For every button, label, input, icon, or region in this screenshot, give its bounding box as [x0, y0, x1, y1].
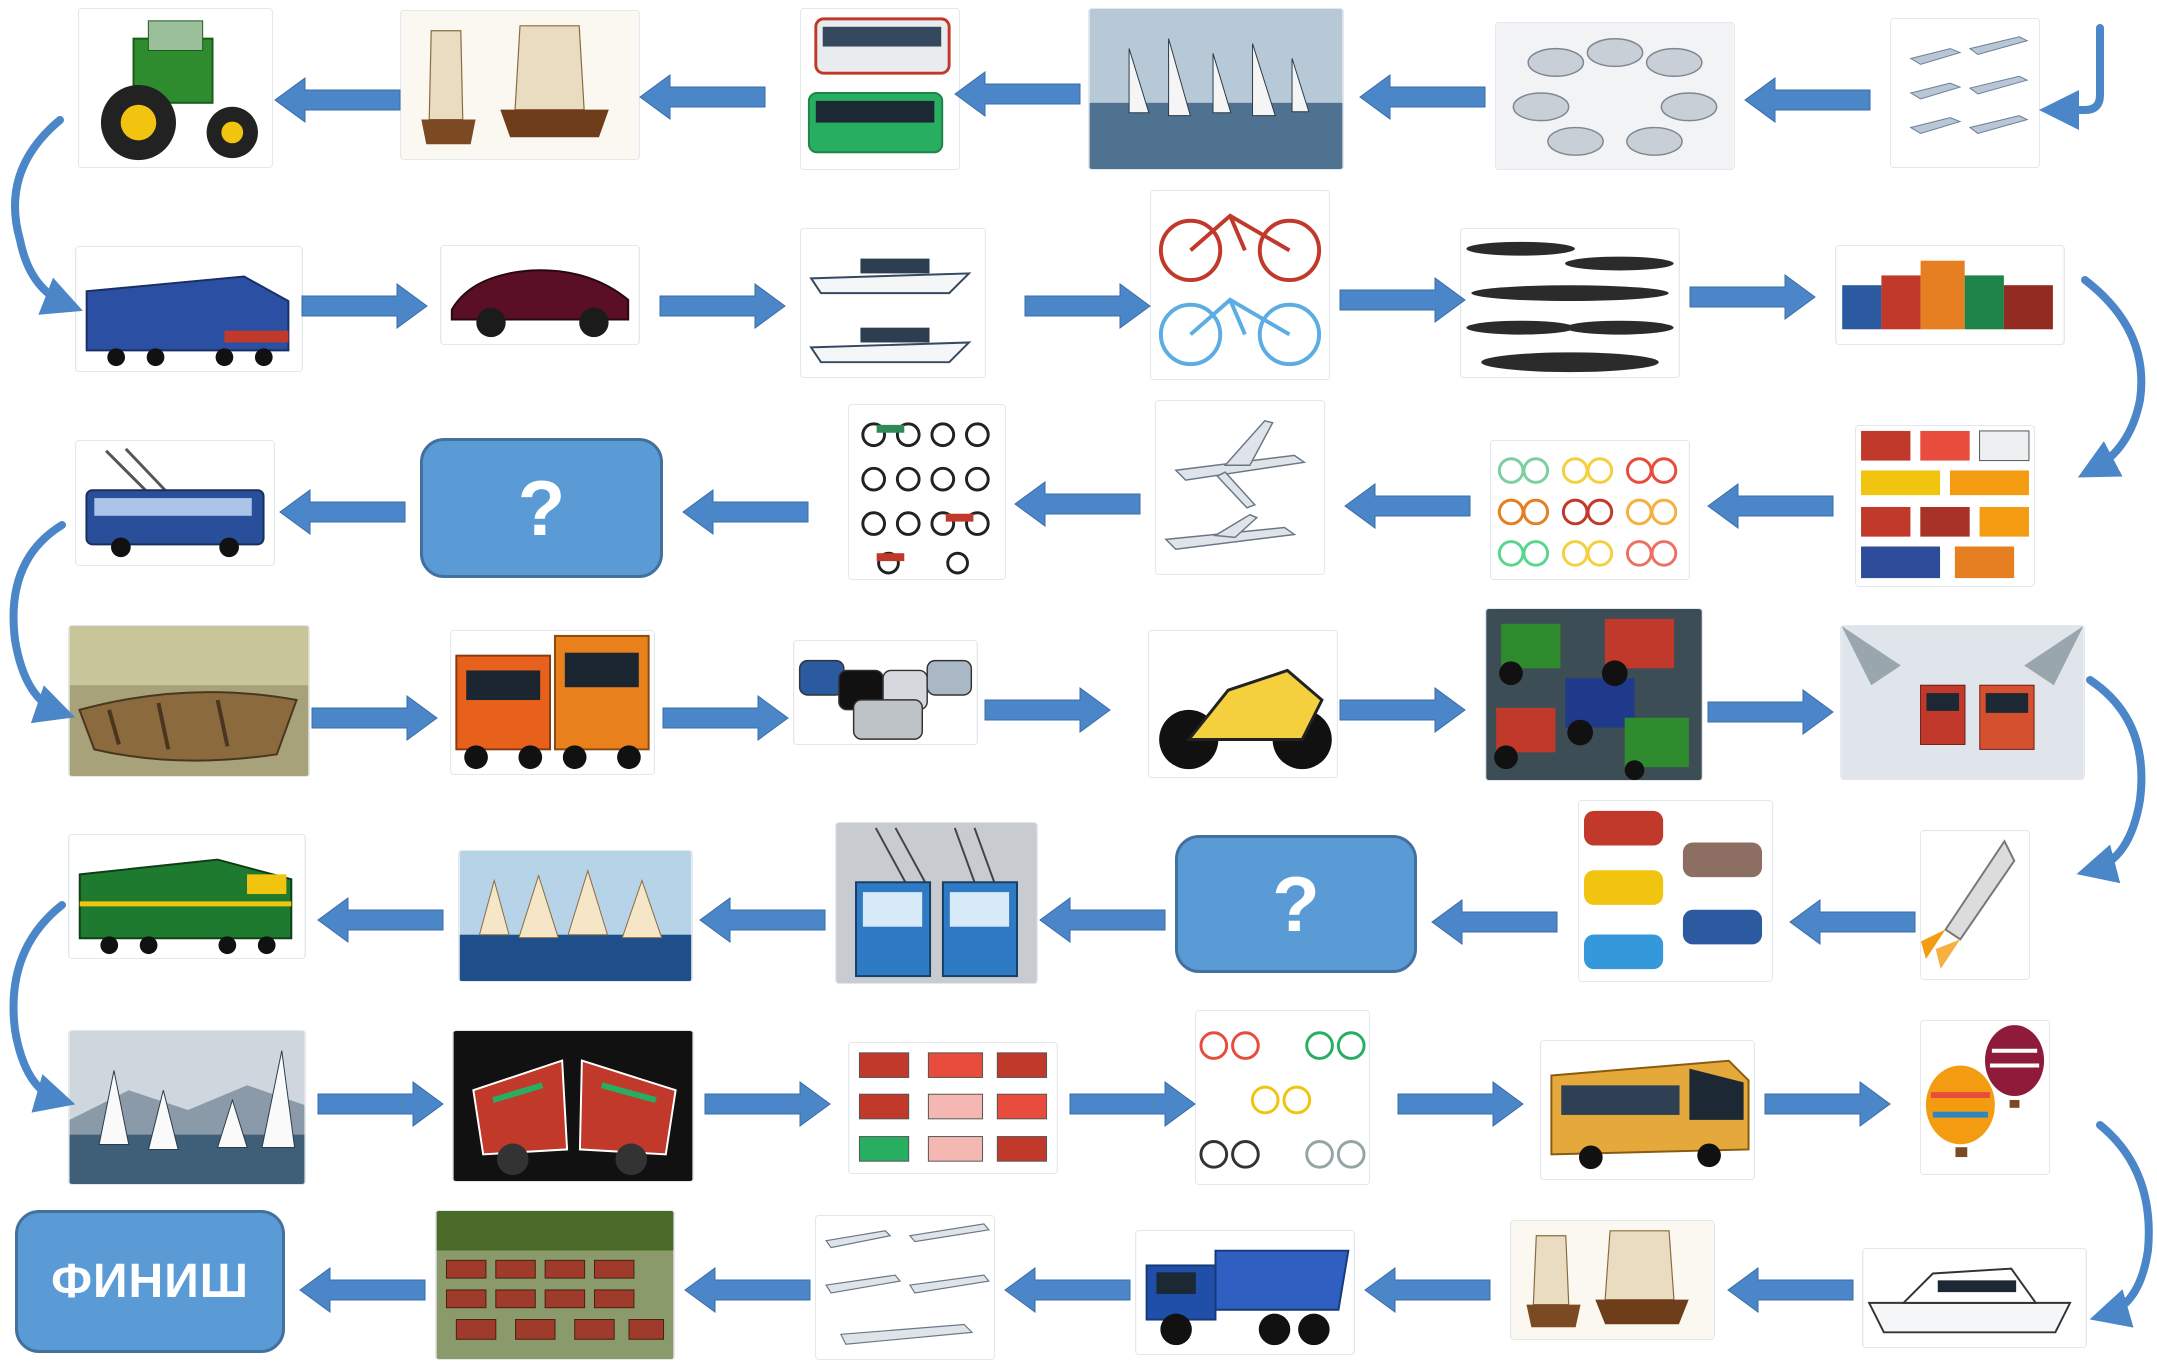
diesel-locomotive-icon [68, 834, 306, 959]
yachts-icon [800, 228, 986, 378]
arrow-left-icon [1014, 481, 1141, 527]
sport-motorcycle-icon [1148, 630, 1338, 778]
arrow-left-icon [699, 897, 826, 943]
motor-yacht-icon [1862, 1248, 2087, 1348]
buses-icon [800, 8, 960, 170]
arrow-left-icon [1004, 1267, 1131, 1313]
locomotive-icon [75, 246, 303, 372]
arrow-left-icon [317, 897, 444, 943]
cars-group-icon [1495, 22, 1735, 170]
arrow-left-icon [1727, 1267, 1854, 1313]
arrow-left-icon [279, 489, 406, 535]
arrow-right-icon [984, 687, 1111, 733]
curve-right-1 [2077, 276, 2146, 478]
trolleybus-icon [75, 440, 275, 566]
bus-depot-icon [435, 1210, 675, 1360]
buses-collection-icon [1855, 425, 2035, 587]
rocket-icon [1920, 830, 2030, 980]
trucks-icon [1835, 245, 2065, 345]
sailing-ships-sea-icon [458, 850, 693, 982]
arrow-right-icon [301, 283, 428, 329]
arrow-right-icon [1339, 277, 1466, 323]
motorcycles-icon [848, 404, 1006, 580]
question-box[interactable]: ? [1175, 835, 1417, 973]
semi-trucks-icon [450, 630, 655, 775]
trolleybuses-icon [835, 822, 1038, 984]
arrow-right-icon [1707, 689, 1834, 735]
arrow-left-icon [1344, 483, 1471, 529]
tractors-icon [1485, 608, 1703, 781]
arrow-left-icon [1744, 77, 1871, 123]
arrow-left-icon [682, 489, 809, 535]
sports-car-icon [440, 245, 640, 345]
rowboat-icon [68, 625, 310, 777]
tractor-icon [78, 8, 273, 168]
arrow-left-icon [1789, 899, 1916, 945]
curve-right-3 [2089, 1121, 2153, 1328]
arrow-left-icon [1359, 74, 1486, 120]
arrow-left-icon [1039, 897, 1166, 943]
hot-air-balloons-icon [1920, 1020, 2050, 1175]
arrow-left-icon [1431, 899, 1558, 945]
dump-truck-icon [1135, 1230, 1355, 1355]
arrow-right-icon [1397, 1081, 1524, 1127]
arrow-right-icon [1689, 274, 1816, 320]
sailboats-icon [1088, 8, 1344, 170]
airplane-group-icon [1890, 18, 2040, 168]
arrow-right-icon [311, 695, 438, 741]
trams-icon [848, 1042, 1058, 1174]
arrow-right-icon [704, 1081, 831, 1127]
question-box[interactable]: ? [420, 438, 663, 578]
sailing-ships-icon [1510, 1220, 1715, 1340]
question-mark: ? [1272, 860, 1320, 948]
cars-icon [793, 640, 978, 745]
arrow-right-icon [317, 1081, 444, 1127]
arrow-right-icon [659, 283, 786, 329]
curve-left-1 [11, 116, 83, 315]
finish-box[interactable]: ФИНИШ [15, 1210, 285, 1353]
arrow-right-icon [1024, 283, 1151, 329]
airplanes-icon [1155, 400, 1325, 575]
curve-right-2 [2076, 676, 2146, 884]
arrow-left-icon [299, 1267, 426, 1313]
arrow-left-icon [1707, 483, 1834, 529]
arrow-left-icon [639, 74, 766, 120]
sailing-ships-icon [400, 10, 640, 160]
bicycles-grid-icon [1490, 440, 1690, 580]
start-hook-arrow [2039, 24, 2104, 130]
arrow-right-icon [1764, 1081, 1891, 1127]
curve-left-3 [9, 901, 76, 1113]
race-motorcycles-icon [452, 1030, 694, 1182]
sailboats-race-icon [68, 1030, 306, 1185]
arrow-right-icon [1339, 687, 1466, 733]
bicycles-icon [1150, 190, 1330, 380]
arrow-left-icon [274, 77, 401, 123]
arrow-left-icon [1364, 1267, 1491, 1313]
arrow-left-icon [684, 1267, 811, 1313]
kids-bicycles-icon [1195, 1010, 1370, 1185]
curve-left-2 [9, 521, 76, 724]
arrow-left-icon [954, 71, 1081, 117]
airplanes-icon [815, 1215, 995, 1360]
trams-winter-icon [1840, 625, 2085, 780]
finish-label: ФИНИШ [51, 1255, 249, 1308]
vans-icon [1578, 800, 1773, 982]
coach-bus-icon [1540, 1040, 1755, 1180]
arrow-right-icon [1069, 1081, 1196, 1127]
question-mark: ? [517, 464, 566, 552]
arrow-right-icon [662, 695, 789, 741]
submarines-icon [1460, 228, 1680, 378]
